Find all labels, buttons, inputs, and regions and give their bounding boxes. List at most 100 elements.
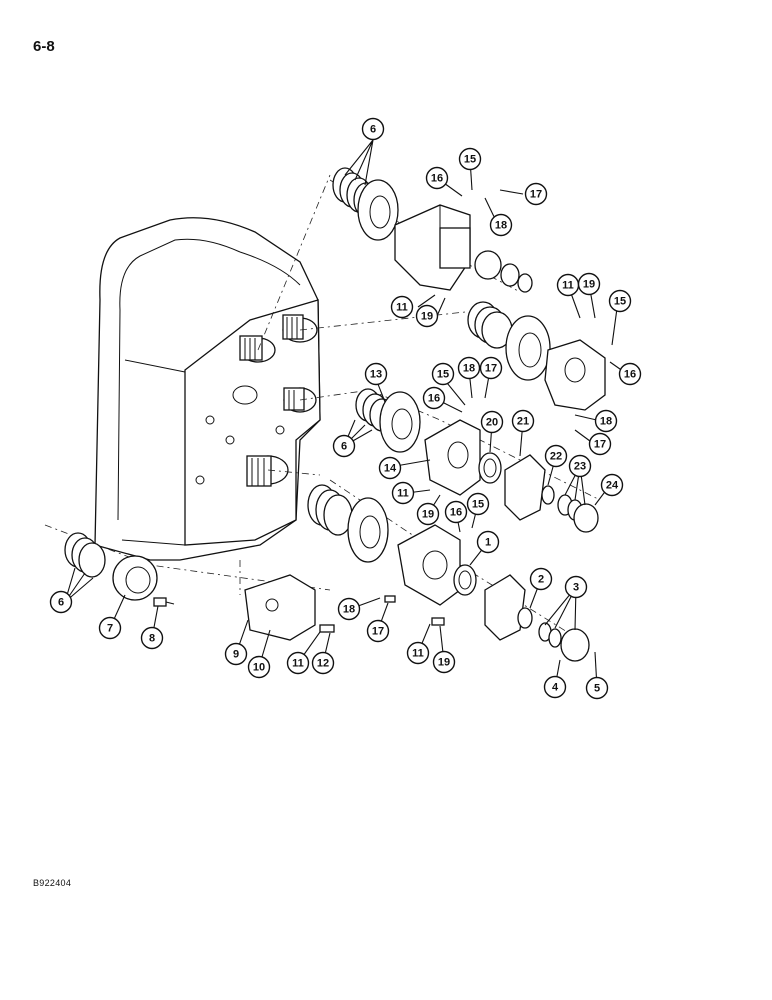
callout-number: 15	[614, 296, 626, 308]
callout-number: 18	[463, 363, 475, 375]
callout-circle	[98, 616, 122, 640]
callout-15: 15	[431, 362, 455, 386]
callout-circle	[588, 432, 612, 456]
callout-circle	[364, 362, 388, 386]
callout-circle	[416, 502, 440, 526]
callout-number: 17	[594, 439, 606, 451]
callout-number: 4	[552, 682, 559, 694]
callout-circle	[422, 386, 446, 410]
callout-number: 14	[384, 463, 397, 475]
callout-circle	[608, 289, 632, 313]
callout-number: 19	[422, 509, 434, 521]
middle-bearing	[478, 452, 502, 484]
callout-7: 7	[98, 616, 122, 640]
callout-number: 11	[292, 658, 304, 670]
callout-23: 23	[568, 454, 592, 478]
callout-circle	[49, 590, 73, 614]
callout-circle	[332, 434, 356, 458]
callout-16: 16	[422, 386, 446, 410]
callout-17: 17	[588, 432, 612, 456]
callout-circle	[524, 182, 548, 206]
callout-16: 16	[618, 362, 642, 386]
callout-11: 11	[390, 295, 414, 319]
callout-number: 11	[412, 648, 424, 660]
upper-right-cover	[544, 339, 606, 411]
lower-bearing	[453, 564, 477, 596]
callout-number: 9	[233, 649, 239, 661]
lower-end-parts	[517, 607, 590, 662]
callout-22: 22	[544, 444, 568, 468]
callout-15: 15	[466, 492, 490, 516]
callout-number: 17	[530, 189, 542, 201]
callout-circle	[458, 147, 482, 171]
callout-circle	[511, 409, 535, 433]
callout-number: 15	[472, 499, 484, 511]
callout-21: 21	[511, 409, 535, 433]
callout-number: 11	[396, 302, 408, 314]
callout-5: 5	[585, 676, 609, 700]
upper-right-springs	[467, 301, 513, 349]
callout-number: 10	[253, 662, 265, 674]
callout-20: 20	[480, 410, 504, 434]
callout-circle	[432, 650, 456, 674]
callout-number: 22	[550, 451, 562, 463]
callout-circle	[337, 597, 361, 621]
top-bearing	[474, 250, 533, 293]
lower-yoke	[484, 574, 526, 641]
bottom-left-bolt	[153, 597, 175, 607]
callout-number: 7	[107, 623, 113, 635]
callout-17: 17	[366, 619, 390, 643]
top-seal-plate	[357, 179, 399, 241]
callout-number: 12	[317, 658, 329, 670]
callout-circle	[247, 655, 271, 679]
callout-circle	[224, 642, 248, 666]
callout-number: 20	[486, 417, 498, 429]
callout-circle	[594, 409, 618, 433]
callout-number: 6	[58, 597, 64, 609]
callout-3: 3	[564, 575, 588, 599]
callout-number: 19	[421, 311, 433, 323]
callout-6: 6	[332, 434, 356, 458]
callout-number: 18	[600, 416, 612, 428]
callout-number: 16	[431, 173, 443, 185]
callout-circle	[366, 619, 390, 643]
callout-circle	[406, 641, 430, 665]
callout-circle	[391, 481, 415, 505]
callout-number: 24	[606, 480, 619, 492]
callout-19: 19	[577, 272, 601, 296]
callout-6: 6	[49, 590, 73, 614]
callout-6: 6	[361, 117, 385, 141]
callout-number: 19	[438, 657, 450, 669]
callout-circle	[600, 473, 624, 497]
callout-circle	[585, 676, 609, 700]
callout-circle	[564, 575, 588, 599]
callout-number: 16	[624, 369, 636, 381]
callout-circle	[140, 626, 164, 650]
callout-17: 17	[524, 182, 548, 206]
callout-circle	[431, 362, 455, 386]
lower-housing	[397, 524, 461, 606]
callout-18: 18	[457, 356, 481, 380]
lower-spring-stack	[307, 484, 353, 536]
callout-circle	[568, 454, 592, 478]
callout-24: 24	[600, 473, 624, 497]
callout-19: 19	[415, 304, 439, 328]
callout-circle	[618, 362, 642, 386]
callout-4: 4	[543, 675, 567, 699]
bottom-left-cap	[112, 555, 158, 601]
middle-housing	[424, 419, 481, 496]
callout-circle	[489, 213, 513, 237]
callout-circle	[479, 356, 503, 380]
callout-8: 8	[140, 626, 164, 650]
middle-yoke	[504, 454, 546, 521]
callout-9: 9	[224, 642, 248, 666]
callout-19: 19	[432, 650, 456, 674]
callout-number: 13	[370, 369, 382, 381]
callout-number: 6	[341, 441, 347, 453]
callout-14: 14	[378, 456, 402, 480]
bottom-bolts	[319, 595, 445, 633]
callout-circle	[529, 567, 553, 591]
middle-end-parts	[541, 485, 599, 533]
callout-number: 17	[372, 626, 384, 638]
